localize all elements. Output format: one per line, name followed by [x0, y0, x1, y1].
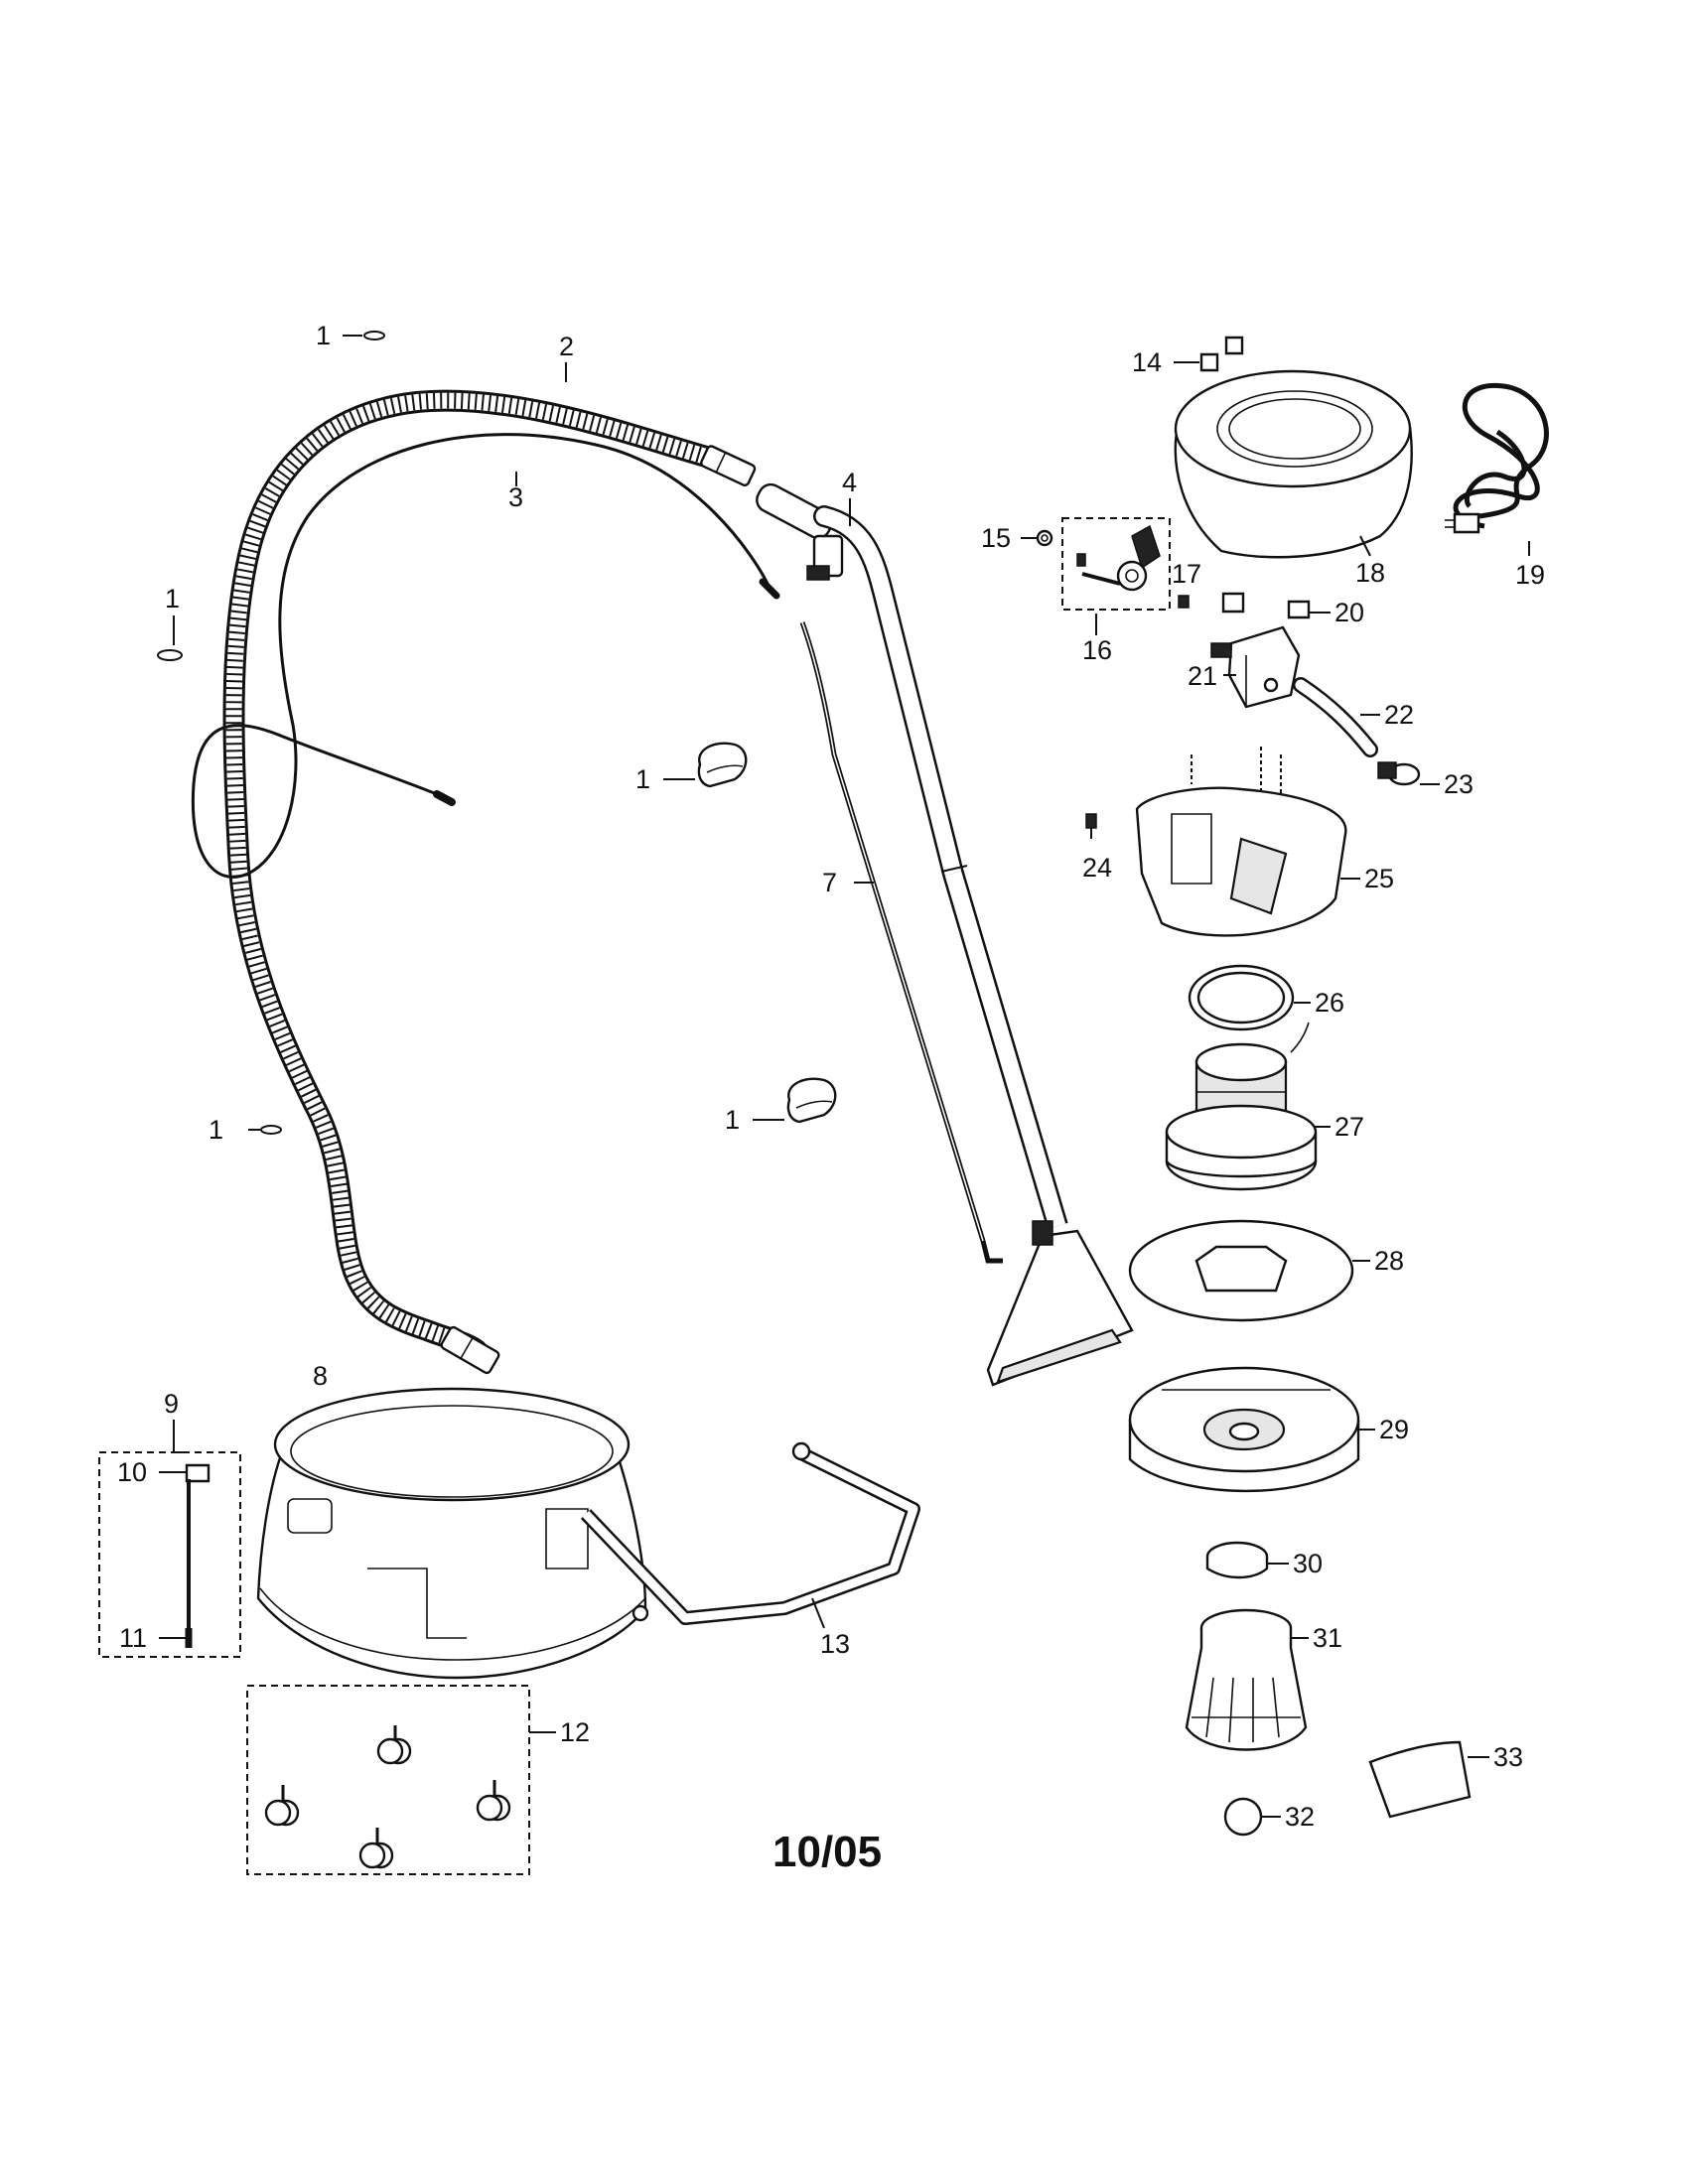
- part-1-o-ring-top: [364, 332, 384, 340]
- part-1-hose-clip-lower: [788, 1079, 835, 1122]
- part-27-motor: [1167, 1023, 1316, 1189]
- callout-29: 29: [1379, 1415, 1409, 1444]
- part-21-pump: [1211, 627, 1299, 707]
- callout-13: 13: [820, 1629, 850, 1659]
- callout-23: 23: [1444, 769, 1474, 799]
- part-8-recovery-tank: [258, 1389, 645, 1678]
- callout-10: 10: [117, 1457, 147, 1487]
- callout-14: 14: [1132, 347, 1162, 377]
- part-23-fitting: [1378, 762, 1419, 784]
- callout-24: 24: [1082, 853, 1112, 883]
- part-14-latches: [1201, 338, 1242, 370]
- callout-17: 17: [1172, 559, 1201, 589]
- callout-21: 21: [1188, 661, 1217, 691]
- part-17-spring: [1179, 596, 1189, 608]
- part-28-baffle-plate: [1130, 1221, 1352, 1320]
- callout-9: 9: [164, 1389, 179, 1419]
- callout-30: 30: [1293, 1549, 1323, 1578]
- part-31-float-cage: [1187, 1610, 1306, 1750]
- part-4-wand: [753, 480, 1132, 1385]
- callout-12: 12: [560, 1717, 590, 1747]
- callout-1-bottom: 1: [209, 1115, 223, 1145]
- part-15-nut: [1038, 531, 1052, 545]
- part-2-hose: [234, 401, 757, 1375]
- callout-18: 18: [1355, 558, 1385, 588]
- part-26-gasket: [1190, 966, 1293, 1029]
- part-33-filter-pad: [1370, 1742, 1470, 1817]
- callout-1-clip-lower: 1: [725, 1105, 740, 1135]
- callout-4: 4: [842, 468, 857, 497]
- callout-28: 28: [1374, 1246, 1404, 1276]
- part-30-foam-disc: [1207, 1543, 1267, 1577]
- callout-20: 20: [1334, 598, 1364, 627]
- callout-15: 15: [981, 523, 1011, 553]
- part-9-float-kit: [99, 1452, 240, 1657]
- part-25-motor-housing: [1137, 747, 1345, 935]
- part-18-top-cover: [1176, 371, 1412, 557]
- part-1-o-ring-bottom: [261, 1126, 281, 1134]
- callout-16: 16: [1082, 635, 1112, 665]
- part-19-power-cord: [1445, 385, 1546, 532]
- callout-3: 3: [508, 482, 523, 512]
- callout-26: 26: [1315, 988, 1344, 1018]
- part-3-wire: [193, 435, 776, 878]
- callout-25: 25: [1364, 864, 1394, 893]
- callout-8: 8: [313, 1361, 328, 1391]
- part-22-tube: [1301, 685, 1370, 750]
- part-7-solution-tube: [802, 622, 1003, 1261]
- callout-27: 27: [1334, 1112, 1364, 1142]
- callout-33: 33: [1493, 1742, 1523, 1772]
- part-1-hose-clip-upper: [699, 744, 746, 786]
- callout-labels: 1 1 1 1 1 2 3 4 7 8 9 10 11 12 13 14 15 …: [117, 321, 1545, 1832]
- callout-1-clip-upper: 1: [635, 764, 650, 794]
- callout-1-left: 1: [165, 584, 180, 614]
- callout-31: 31: [1313, 1623, 1342, 1653]
- callout-19: 19: [1515, 560, 1545, 590]
- leader-lines: [159, 335, 1530, 1818]
- part-20-brackets: [1223, 594, 1309, 617]
- part-13-dolly-frame: [586, 1443, 913, 1620]
- callout-32: 32: [1285, 1802, 1315, 1832]
- part-16-switch-kit: [1062, 518, 1170, 610]
- callout-2: 2: [559, 332, 574, 361]
- callout-1-top: 1: [316, 321, 331, 350]
- callout-11: 11: [119, 1623, 147, 1653]
- part-1-o-ring-left: [158, 650, 182, 660]
- callout-7: 7: [822, 868, 837, 897]
- part-29-filter-housing: [1130, 1368, 1358, 1491]
- part-32-float-ball: [1225, 1799, 1261, 1835]
- date-code: 10/05: [772, 1828, 882, 1876]
- part-24-screw: [1086, 814, 1096, 839]
- callout-22: 22: [1384, 700, 1414, 730]
- part-12-casters-kit: [247, 1686, 529, 1874]
